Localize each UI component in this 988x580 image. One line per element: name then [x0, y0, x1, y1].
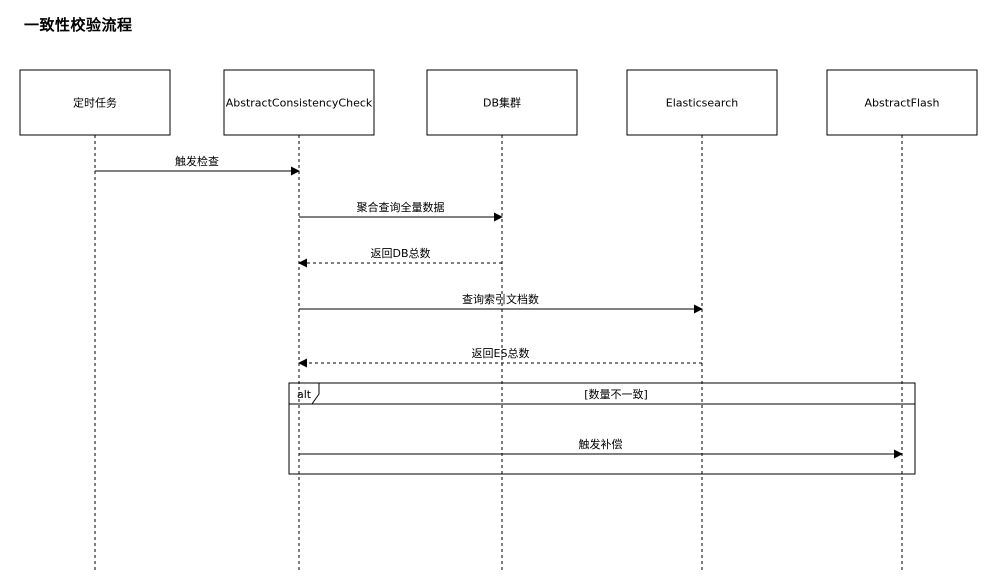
message-label: 触发补偿 [579, 437, 623, 451]
message-6: 触发补偿 [299, 437, 903, 459]
participant-box-scheduler [19, 69, 171, 136]
participant-box-es [626, 69, 778, 136]
participant-db: DB集群 [426, 69, 578, 572]
participant-label-flash: AbstractFlash [864, 97, 939, 110]
message-label: 触发检查 [175, 154, 219, 168]
participant-checker: AbstractConsistencyCheck [223, 69, 375, 572]
alt-fragment-frame [288, 382, 916, 475]
message-3: 返回DB总数 [298, 246, 502, 268]
participant-es: Elasticsearch [626, 69, 778, 572]
alt-guard-label: [数量不一致] [584, 387, 648, 401]
participant-box-db [426, 69, 578, 136]
message-5: 返回ES总数 [298, 346, 702, 368]
participants: 定时任务 AbstractConsistencyCheck DB集群 Elastics… [19, 69, 978, 572]
page-title: 一致性校验流程 [24, 16, 133, 34]
participant-box-checker [223, 69, 375, 136]
message-2: 聚合查询全量数据 [299, 200, 503, 222]
participant-label-checker: AbstractConsistencyCheck [226, 97, 373, 110]
message-label: 聚合查询全量数据 [357, 200, 445, 214]
participant-box-flash [826, 69, 978, 136]
alt-fragment: alt [数量不一致] [288, 382, 916, 475]
message-4: 查询索引文档数 [299, 292, 703, 314]
message-label: 返回ES总数 [472, 346, 530, 360]
message-label: 返回DB总数 [370, 246, 430, 260]
participant-label-es: Elasticsearch [666, 97, 738, 110]
alt-operator-tab [289, 382, 320, 405]
participant-label-db: DB集群 [483, 96, 521, 110]
alt-operator-label: alt [297, 388, 312, 401]
message-1: 触发检查 [95, 154, 300, 176]
participant-flash: AbstractFlash [826, 69, 978, 572]
message-label: 查询索引文档数 [462, 292, 539, 306]
participant-scheduler: 定时任务 [19, 69, 171, 572]
participant-label-scheduler: 定时任务 [73, 96, 117, 110]
